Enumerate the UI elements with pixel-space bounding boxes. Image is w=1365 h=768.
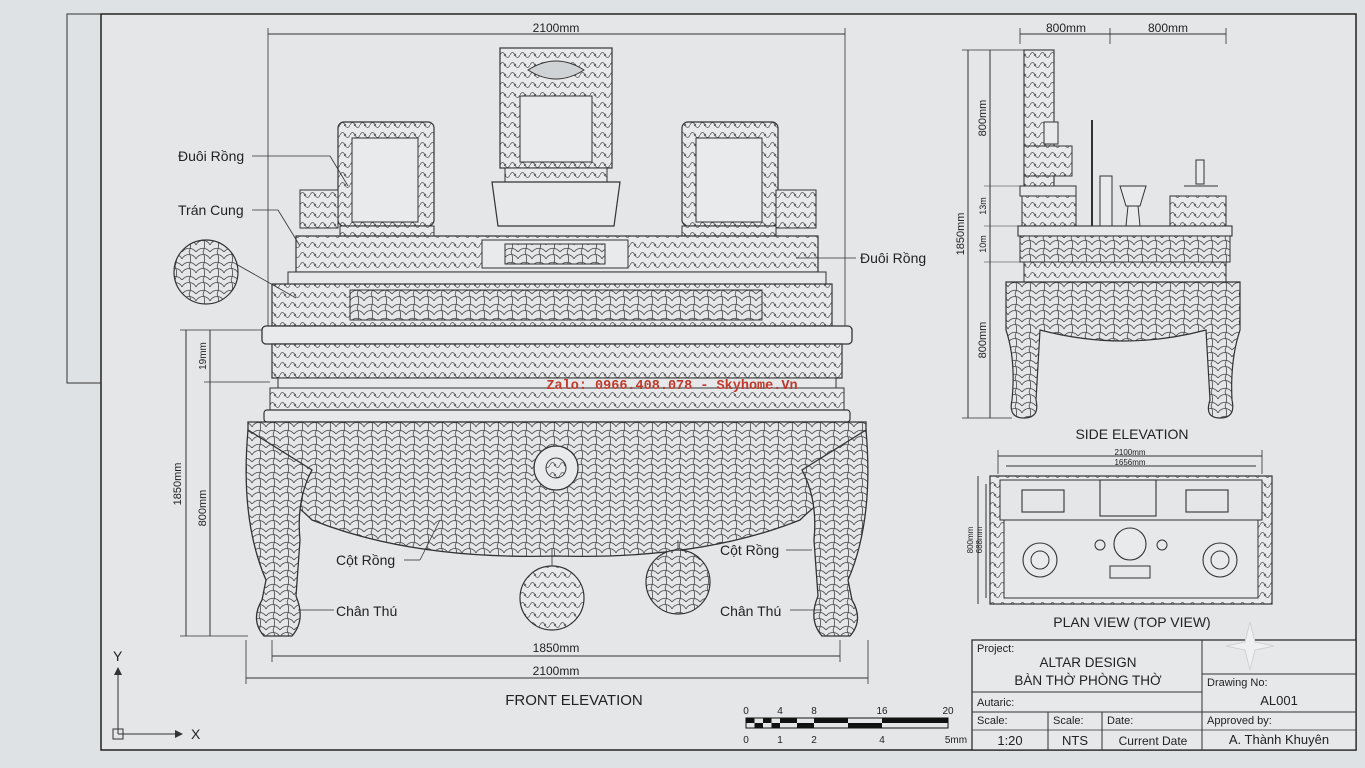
date-value: Current Date	[1119, 734, 1188, 748]
axis-y-label: Y	[113, 648, 123, 664]
dim-plan-depth-outer: 800mm	[966, 526, 975, 553]
label-tran-cung: Trán Cung	[178, 202, 244, 218]
dim-front-height-leg: 800mm	[197, 490, 209, 527]
scale-tick-top-1: 4	[777, 706, 783, 717]
dim-plan-inner-width: 1656mm	[1114, 458, 1145, 467]
project-label: Project:	[977, 643, 1014, 655]
approved-value: A. Thành Khuyên	[1229, 732, 1329, 747]
date-label: Date:	[1107, 715, 1133, 727]
dim-side-top-left: 800mm	[1046, 21, 1086, 35]
drawing-no-value: AL001	[1260, 693, 1298, 708]
dim-front-top-width: 2100mm	[533, 21, 580, 35]
label-duoi-rong-right: Đuôi Rồng	[860, 250, 926, 266]
scale-tick-top-2: 8	[811, 706, 817, 717]
dim-front-height-band: 19mm	[198, 342, 209, 370]
dim-side-mid2: 10m	[978, 235, 988, 253]
autaric-label: Autaric:	[977, 697, 1014, 709]
dim-plan-depth-inner: 688mm	[975, 526, 984, 553]
dim-side-upper: 800mm	[977, 100, 989, 137]
scale-tick-top-4: 20	[942, 706, 954, 717]
dim-side-height-total: 1850mm	[955, 213, 967, 256]
dim-side-top-right: 800mm	[1148, 21, 1188, 35]
label-chan-thu-left: Chân Thú	[336, 603, 397, 619]
project-line2: BÀN THỜ PHÒNG THỜ	[1014, 673, 1162, 688]
front-elevation: 2100mm	[172, 21, 926, 709]
scale-tick-bottom-0: 0	[743, 735, 749, 746]
project-line1: ALTAR DESIGN	[1039, 655, 1136, 670]
scale2-label: Scale:	[1053, 715, 1084, 727]
approved-label: Approved by:	[1207, 715, 1272, 727]
scale-bar-segments	[745, 717, 949, 729]
view-title-front: FRONT ELEVATION	[505, 692, 643, 709]
scale-label: Scale:	[977, 715, 1008, 727]
scale-value: 1:20	[997, 733, 1022, 748]
side-elevation: 800mm 800mm 1850mm 800mm 13m 10m 800mm S…	[955, 21, 1241, 442]
dim-front-bottom-inner: 1850mm	[533, 641, 580, 655]
dim-front-height-total: 1850mm	[172, 463, 184, 506]
label-duoi-rong-left: Đuôi Rồng	[178, 148, 244, 164]
sparkle-icon	[1225, 621, 1275, 671]
drawing-no-label: Drawing No:	[1207, 677, 1268, 689]
detail-circle-dragon-tail	[173, 239, 239, 305]
scale-tick-bottom-3: 4	[879, 735, 885, 746]
scale-bar: 0 4 8 16 20 0 1 2 4 5mm	[743, 706, 967, 746]
scale-tick-bottom-1: 1	[777, 735, 783, 746]
view-title-side: SIDE ELEVATION	[1075, 426, 1188, 442]
scale-tick-bottom-4: 5mm	[945, 735, 967, 746]
dim-side-mid1: 13m	[978, 197, 988, 215]
axis-indicator: Y X	[112, 648, 201, 742]
detail-circle-paw	[519, 565, 585, 631]
scale2-value: NTS	[1062, 733, 1088, 748]
label-cot-rong-left: Cột Rồng	[336, 552, 395, 568]
label-chan-thu-right: Chân Thú	[720, 603, 781, 619]
dim-side-lower: 800mm	[977, 322, 989, 359]
view-title-plan: PLAN VIEW (TOP VIEW)	[1053, 614, 1210, 630]
scale-tick-top-3: 16	[876, 706, 888, 717]
dim-front-bottom-outer: 2100mm	[533, 664, 580, 678]
plan-view: 2100mm 1656mm 800mm 688mm PLAN VIEW (TOP…	[966, 448, 1273, 630]
dim-plan-outer-width: 2100mm	[1114, 448, 1145, 457]
title-block: Project: ALTAR DESIGN BÀN THỜ PHÒNG THỜ …	[971, 621, 1357, 751]
label-cot-rong-right: Cột Rồng	[720, 542, 779, 558]
scale-tick-top-0: 0	[743, 706, 749, 717]
watermark-text: Zalo: 0966.408.078 - Skyhome.Vn	[546, 379, 797, 394]
detail-circle-cloud	[645, 549, 711, 615]
axis-x-label: X	[191, 726, 201, 742]
scale-tick-bottom-2: 2	[811, 735, 817, 746]
sheet-tab-line	[66, 13, 101, 384]
